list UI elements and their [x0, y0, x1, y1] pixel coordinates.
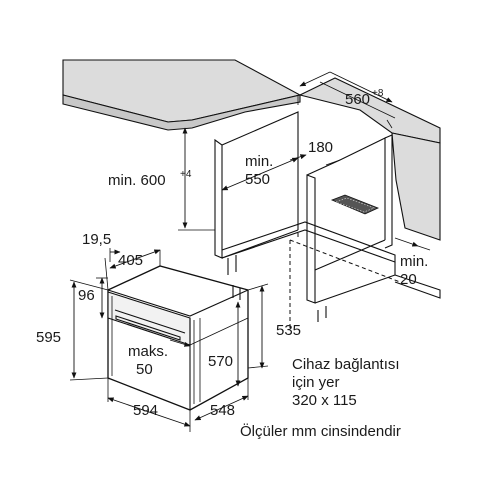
label-panel-height: 96	[78, 287, 95, 304]
label-oven-width: 594	[133, 402, 158, 419]
cabinet-left	[214, 111, 396, 275]
oven	[107, 265, 249, 411]
label-cabinet-width-tol: +8	[372, 88, 384, 99]
depth-guides	[297, 81, 396, 129]
label-niche-height-tol: +4	[180, 169, 192, 180]
label-connection-2: için yer	[292, 374, 340, 391]
label-niche-height: min. 600	[108, 172, 166, 189]
label-body-height: 535	[276, 322, 301, 339]
label-depth-min: min.	[245, 153, 273, 170]
countertop-left	[62, 59, 302, 131]
label-oven-depth: 548	[210, 402, 235, 419]
label-connection-3: 320 x 115	[292, 392, 357, 409]
units-note: Ölçüler mm cinsindendir	[240, 422, 401, 440]
label-gap-min: min.	[400, 253, 428, 270]
label-top-depth: 405	[118, 252, 143, 269]
label-oven-height: 595	[36, 329, 61, 346]
label-inner-height: 570	[208, 353, 233, 370]
dimension-lines	[69, 71, 431, 432]
cabinet-right	[306, 134, 441, 322]
label-gap-value: 20	[400, 271, 417, 288]
label-top-offset: 19,5	[82, 231, 111, 248]
connection-space	[289, 205, 401, 330]
label-cabinet-width: 560	[345, 91, 370, 108]
label-maks: maks.	[128, 343, 168, 360]
label-depth-value: 550	[245, 171, 270, 188]
label-maks-value: 50	[136, 361, 153, 378]
label-connection-1: Cihaz bağlantısı	[292, 356, 400, 373]
countertop-right	[298, 77, 441, 241]
label-vent-width: 180	[308, 139, 333, 156]
